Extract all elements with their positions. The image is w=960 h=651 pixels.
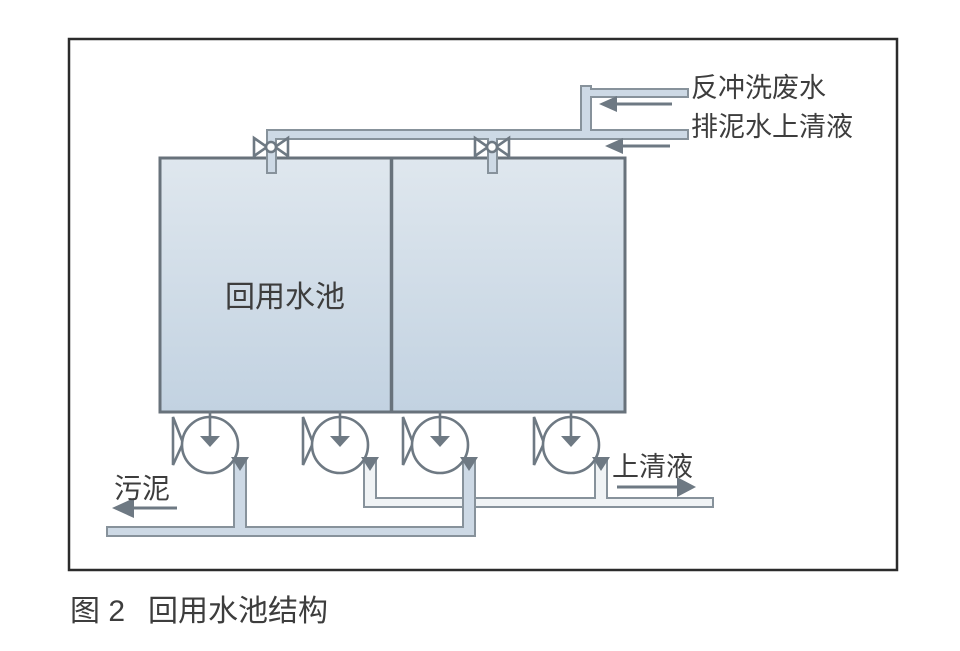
valve-stem (485, 140, 499, 154)
flow-arrow-left-icon (599, 96, 672, 112)
label-sludge-outflow: 污泥 (114, 473, 170, 504)
pump-icon (171, 411, 249, 475)
figure-caption-title: 回用水池结构 (148, 595, 329, 628)
flow-arrow-left-icon (605, 138, 670, 154)
pump-outlet-arrowhead (592, 457, 610, 471)
label-backwash-inflow: 反冲洗废水 (691, 73, 826, 103)
pump-icon (532, 411, 610, 475)
pump-inlet-arrowhead (200, 436, 220, 447)
pump-inlet-arrowhead (561, 436, 581, 447)
valve-right-wedge (272, 135, 290, 159)
label-tank: 回用水池 (225, 281, 345, 314)
figure-caption: 图 2 回用水池结构 (70, 586, 328, 630)
arrow-head (677, 477, 696, 497)
pump-outlet-arrowhead (231, 457, 249, 471)
valve-left-wedge (252, 135, 270, 159)
reuse-water-tank (158, 156, 627, 414)
pump-side-triangle (301, 416, 315, 466)
top-inlet-pipes (266, 85, 689, 174)
pump-icon (301, 411, 379, 475)
pump-outlet-arrowhead (460, 457, 478, 471)
pump-side-triangle (401, 416, 415, 466)
pump-inlet-arrowhead (330, 436, 350, 447)
pump-icon (401, 411, 478, 475)
flow-arrow-left-icon (112, 498, 177, 518)
pump-side-triangle (171, 416, 185, 466)
label-supernatant-outflow: 上清液 (612, 452, 693, 482)
flow-arrow-right-icon (617, 477, 696, 497)
valve-right-wedge (493, 135, 511, 159)
valve-stem (264, 140, 278, 154)
figure-caption-number: 图 2 (70, 595, 126, 628)
gate-valve-icon (252, 135, 290, 159)
pump-side-triangle (532, 416, 546, 466)
valve-left-wedge (473, 135, 491, 159)
arrow-head (599, 96, 617, 112)
pump-inlet-arrowhead (430, 436, 450, 447)
pump-outlet-arrowhead (361, 457, 379, 471)
label-sludge-supernatant-inflow: 排泥水上清液 (691, 112, 853, 142)
arrow-head (112, 498, 134, 518)
arrow-head (605, 138, 623, 154)
sludge-discharge-pipe (106, 458, 476, 537)
gate-valve-icon (473, 135, 511, 159)
